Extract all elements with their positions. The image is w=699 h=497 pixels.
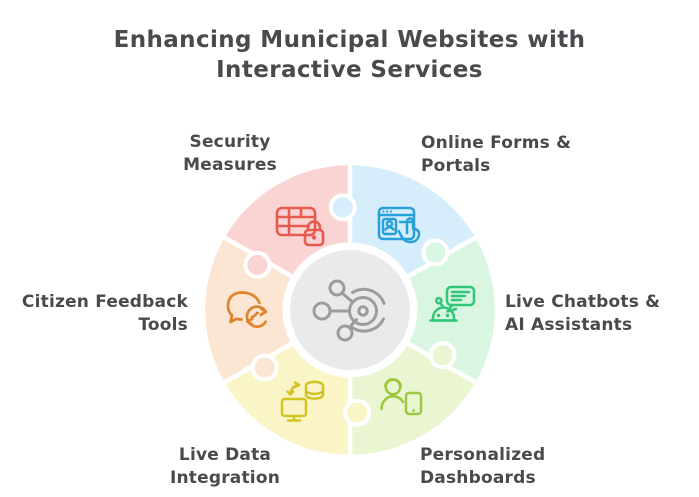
monitor-database-sync-icon xyxy=(280,380,325,422)
page-title: Enhancing Municipal Websites with Intera… xyxy=(0,25,699,85)
puzzle-knob-bottom xyxy=(343,398,372,427)
page-title-line2: Interactive Services xyxy=(216,57,483,83)
label-dashboards-line1: Personalized xyxy=(420,445,546,465)
robot-chat-icon xyxy=(429,285,476,322)
label-security-line2: Measures xyxy=(183,155,277,175)
puzzle-knob-top xyxy=(328,193,357,222)
label-security-line1: Security xyxy=(189,132,271,152)
label-feedback-line2: Tools xyxy=(138,315,188,335)
label-data-line2: Integration xyxy=(169,468,281,488)
network-hub-icon xyxy=(312,279,386,342)
puzzle-knob-upper-right xyxy=(421,238,450,267)
person-tablet-icon xyxy=(380,378,423,416)
browser-id-tap-icon xyxy=(377,206,421,244)
server-lock-icon xyxy=(275,206,325,247)
puzzle-knob-lower-left xyxy=(250,353,279,382)
segment-citizen-feedback-tools xyxy=(200,234,353,386)
label-data-line1: Live Data xyxy=(178,445,272,465)
label-live-data-integration: Live Data Integration xyxy=(135,444,315,490)
puzzle-knob-lower-right xyxy=(428,341,457,370)
label-forms-line2: Portals xyxy=(421,156,491,176)
puzzle-knob-upper-left xyxy=(243,250,272,279)
label-personalized-dashboards: Personalized Dashboards xyxy=(420,444,640,490)
label-chatbots-line1: Live Chatbots & xyxy=(505,292,661,312)
page-title-line1: Enhancing Municipal Websites with xyxy=(113,27,586,53)
chat-refresh-icon xyxy=(226,291,271,332)
label-security-measures: Security Measures xyxy=(145,131,315,177)
label-chatbots-line2: AI Assistants xyxy=(505,315,633,335)
label-citizen-feedback-tools: Citizen Feedback Tools xyxy=(8,291,188,337)
segment-live-chatbots-ai-assistants xyxy=(347,234,500,386)
label-feedback-line1: Citizen Feedback xyxy=(21,292,188,312)
label-live-chatbots-ai-assistants: Live Chatbots & AI Assistants xyxy=(505,291,695,337)
label-forms-line1: Online Forms & xyxy=(421,133,572,153)
label-dashboards-line2: Dashboards xyxy=(420,468,536,488)
label-online-forms-portals: Online Forms & Portals xyxy=(421,132,621,178)
